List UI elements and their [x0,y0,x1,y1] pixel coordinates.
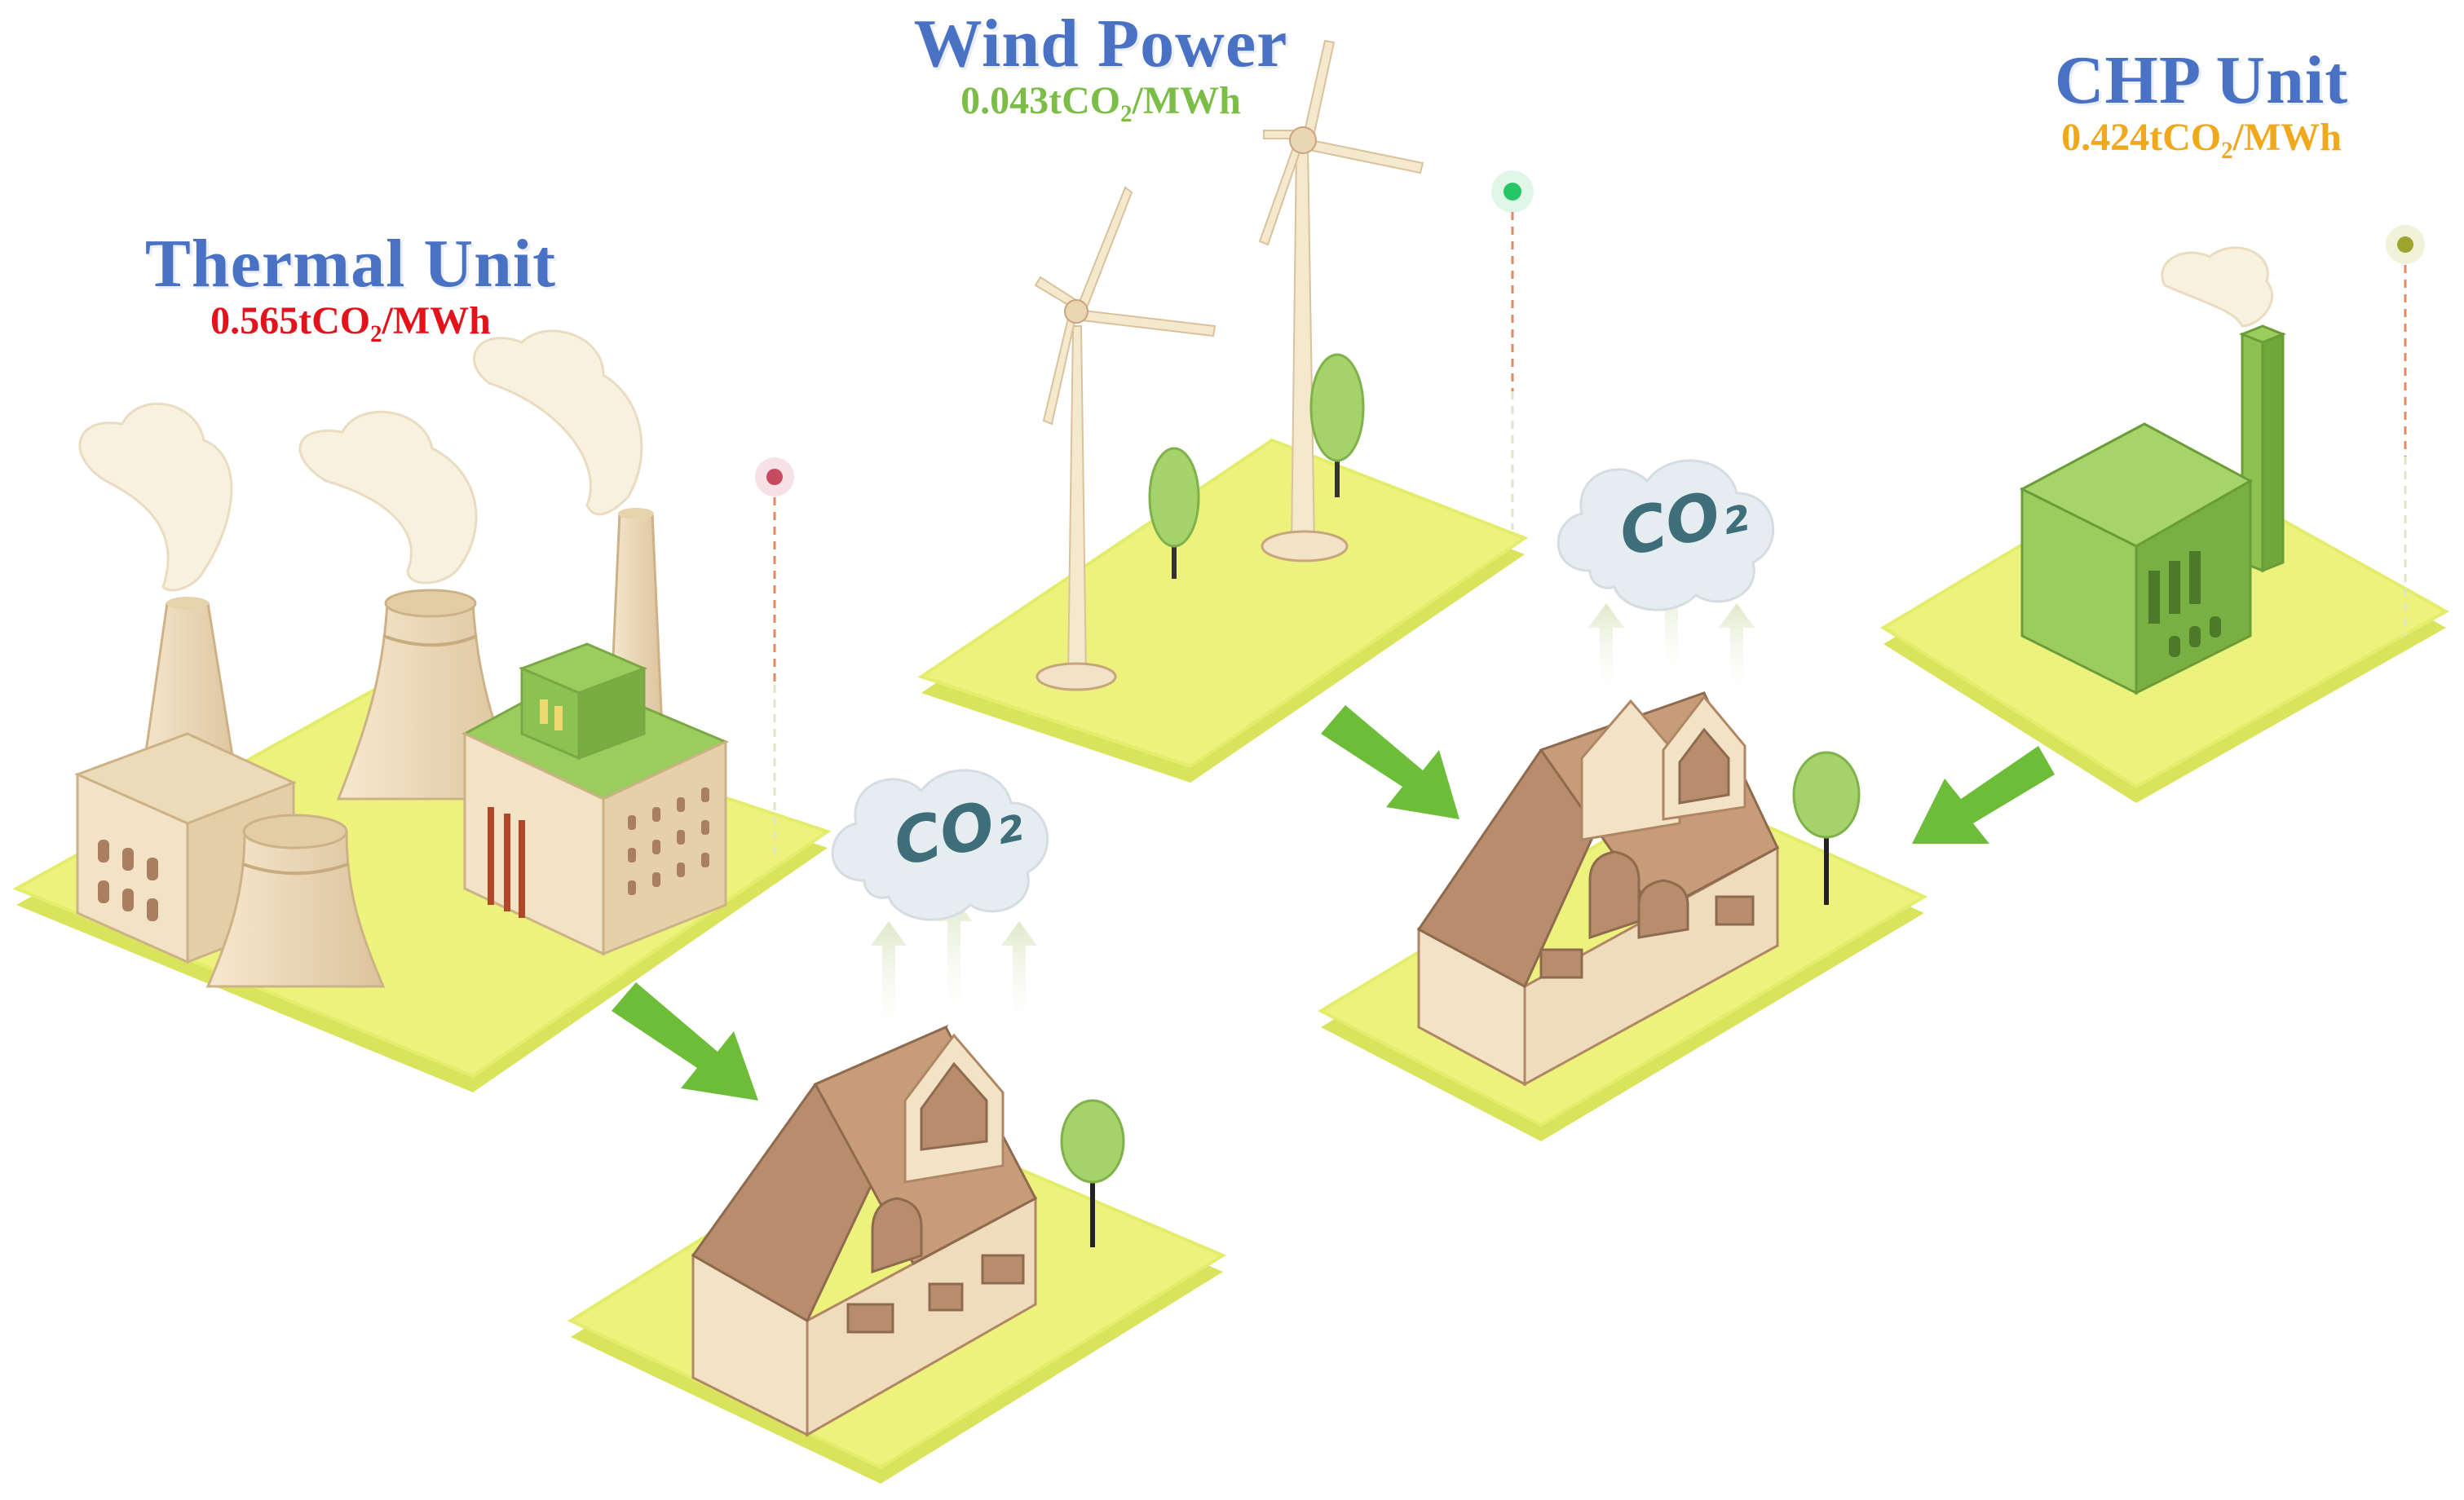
thermal-smoke [78,329,643,592]
supply-arrow-thermal [612,982,758,1101]
chp-smoke [2161,246,2273,328]
thermal-emission-factor: 0.565tCO₂/MWh [210,299,491,342]
co2-cloud-right [1557,459,1775,611]
wind-turbine-right [1258,39,1424,562]
wind-power-title: Wind Power [913,6,1288,82]
supply-arrow-chp [1912,746,2055,844]
house-2 [1416,691,1861,1087]
wind-power-label: Wind Power 0.043tCO₂/MWh [889,4,1313,123]
cooling-tower-small [205,814,386,988]
wind-turbine-left [1034,186,1217,691]
house-1 [691,1025,1125,1437]
emission-arrows-right [1588,579,1755,701]
co2-cloud-left [831,769,1049,921]
chp-unit-label: CHP Unit 0.424tCO₂/MWh [1989,41,2413,160]
chp-emission-factor: 0.424tCO₂/MWh [2061,116,2342,159]
wind-emission-factor: 0.043tCO₂/MWh [960,79,1241,122]
thermal-unit-title: Thermal Unit [144,226,557,302]
thermal-unit-label: Thermal Unit 0.565tCO₂/MWh [122,224,579,343]
chp-unit-title: CHP Unit [2054,42,2349,118]
supply-arrow-wind [1321,705,1459,819]
wind-trees [1148,353,1365,579]
wind-indicator-pin [1485,164,1540,530]
thermal-indicator-pin [748,451,801,856]
thermal-building-main [461,642,729,956]
wind-platform [917,438,1529,783]
chp-indicator-pin [2379,218,2431,636]
emission-arrows-left [871,897,1037,1043]
chp-plant [2019,324,2287,695]
